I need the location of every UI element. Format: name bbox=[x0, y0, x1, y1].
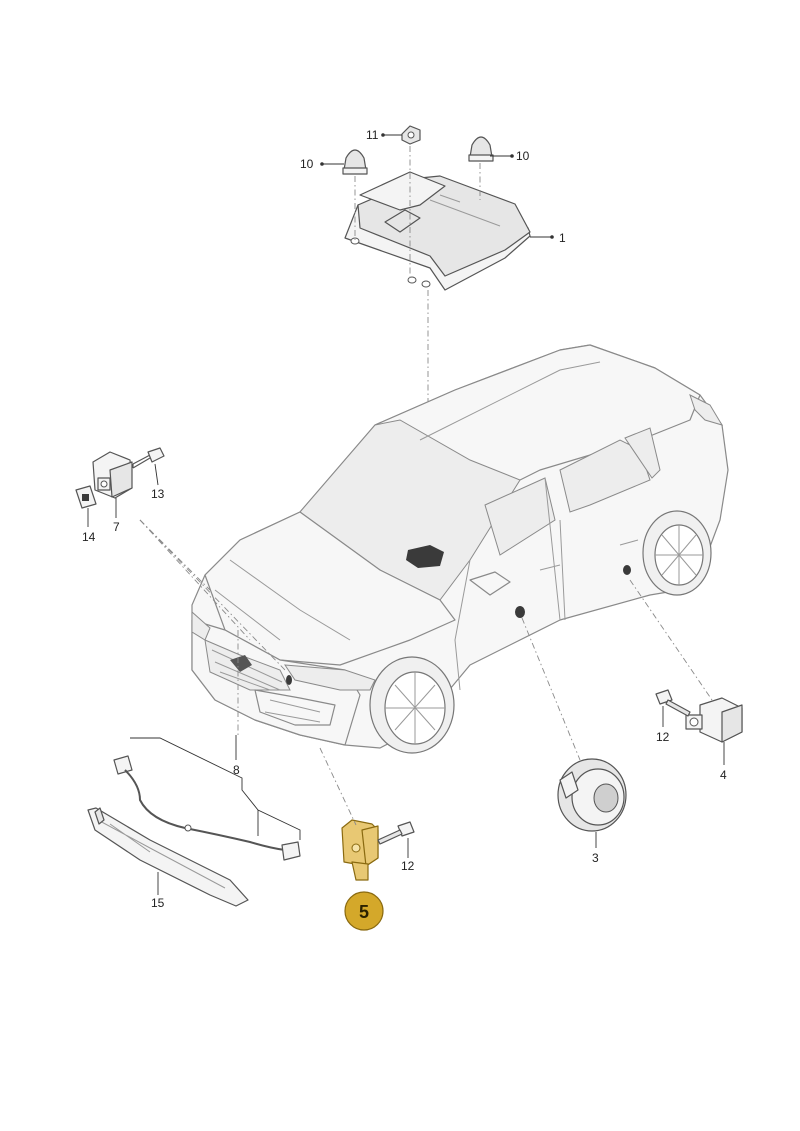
bracket-14[interactable] bbox=[75, 485, 97, 509]
label-part-15: 15 bbox=[151, 896, 165, 910]
label-part-12-front: 12 bbox=[401, 859, 415, 873]
nut-left[interactable] bbox=[342, 149, 368, 175]
car-body bbox=[191, 344, 729, 754]
label-part-10-left: 10 bbox=[300, 157, 314, 171]
bolt-12-front[interactable] bbox=[377, 821, 415, 845]
highlighted-sensor-5[interactable] bbox=[341, 819, 379, 881]
label-part-3: 3 bbox=[592, 851, 599, 865]
bolt-13[interactable] bbox=[132, 447, 165, 469]
label-part-4: 4 bbox=[720, 768, 727, 782]
label-part-13: 13 bbox=[151, 487, 165, 501]
highlight-badge-label: 5 bbox=[359, 902, 369, 922]
highlight-badge[interactable]: 5 bbox=[344, 891, 384, 931]
rear-sensor[interactable] bbox=[685, 697, 743, 743]
wiring-harness[interactable] bbox=[113, 755, 301, 861]
impact-sensor-3[interactable] bbox=[557, 758, 627, 832]
bolt-12-rear[interactable] bbox=[655, 689, 691, 717]
nut-right[interactable] bbox=[468, 136, 494, 162]
label-part-7: 7 bbox=[113, 520, 120, 534]
label-part-11: 11 bbox=[366, 128, 379, 142]
label-part-10-right: 10 bbox=[516, 149, 530, 163]
label-part-12-rear: 12 bbox=[656, 730, 670, 744]
label-part-8: 8 bbox=[233, 763, 240, 777]
front-sensor[interactable] bbox=[92, 451, 133, 499]
nut-top[interactable] bbox=[401, 125, 421, 145]
bumper-carrier[interactable] bbox=[87, 807, 249, 907]
label-part-14: 14 bbox=[82, 530, 96, 544]
airbag-control-unit[interactable] bbox=[344, 171, 531, 291]
label-part-1: 1 bbox=[559, 231, 566, 245]
